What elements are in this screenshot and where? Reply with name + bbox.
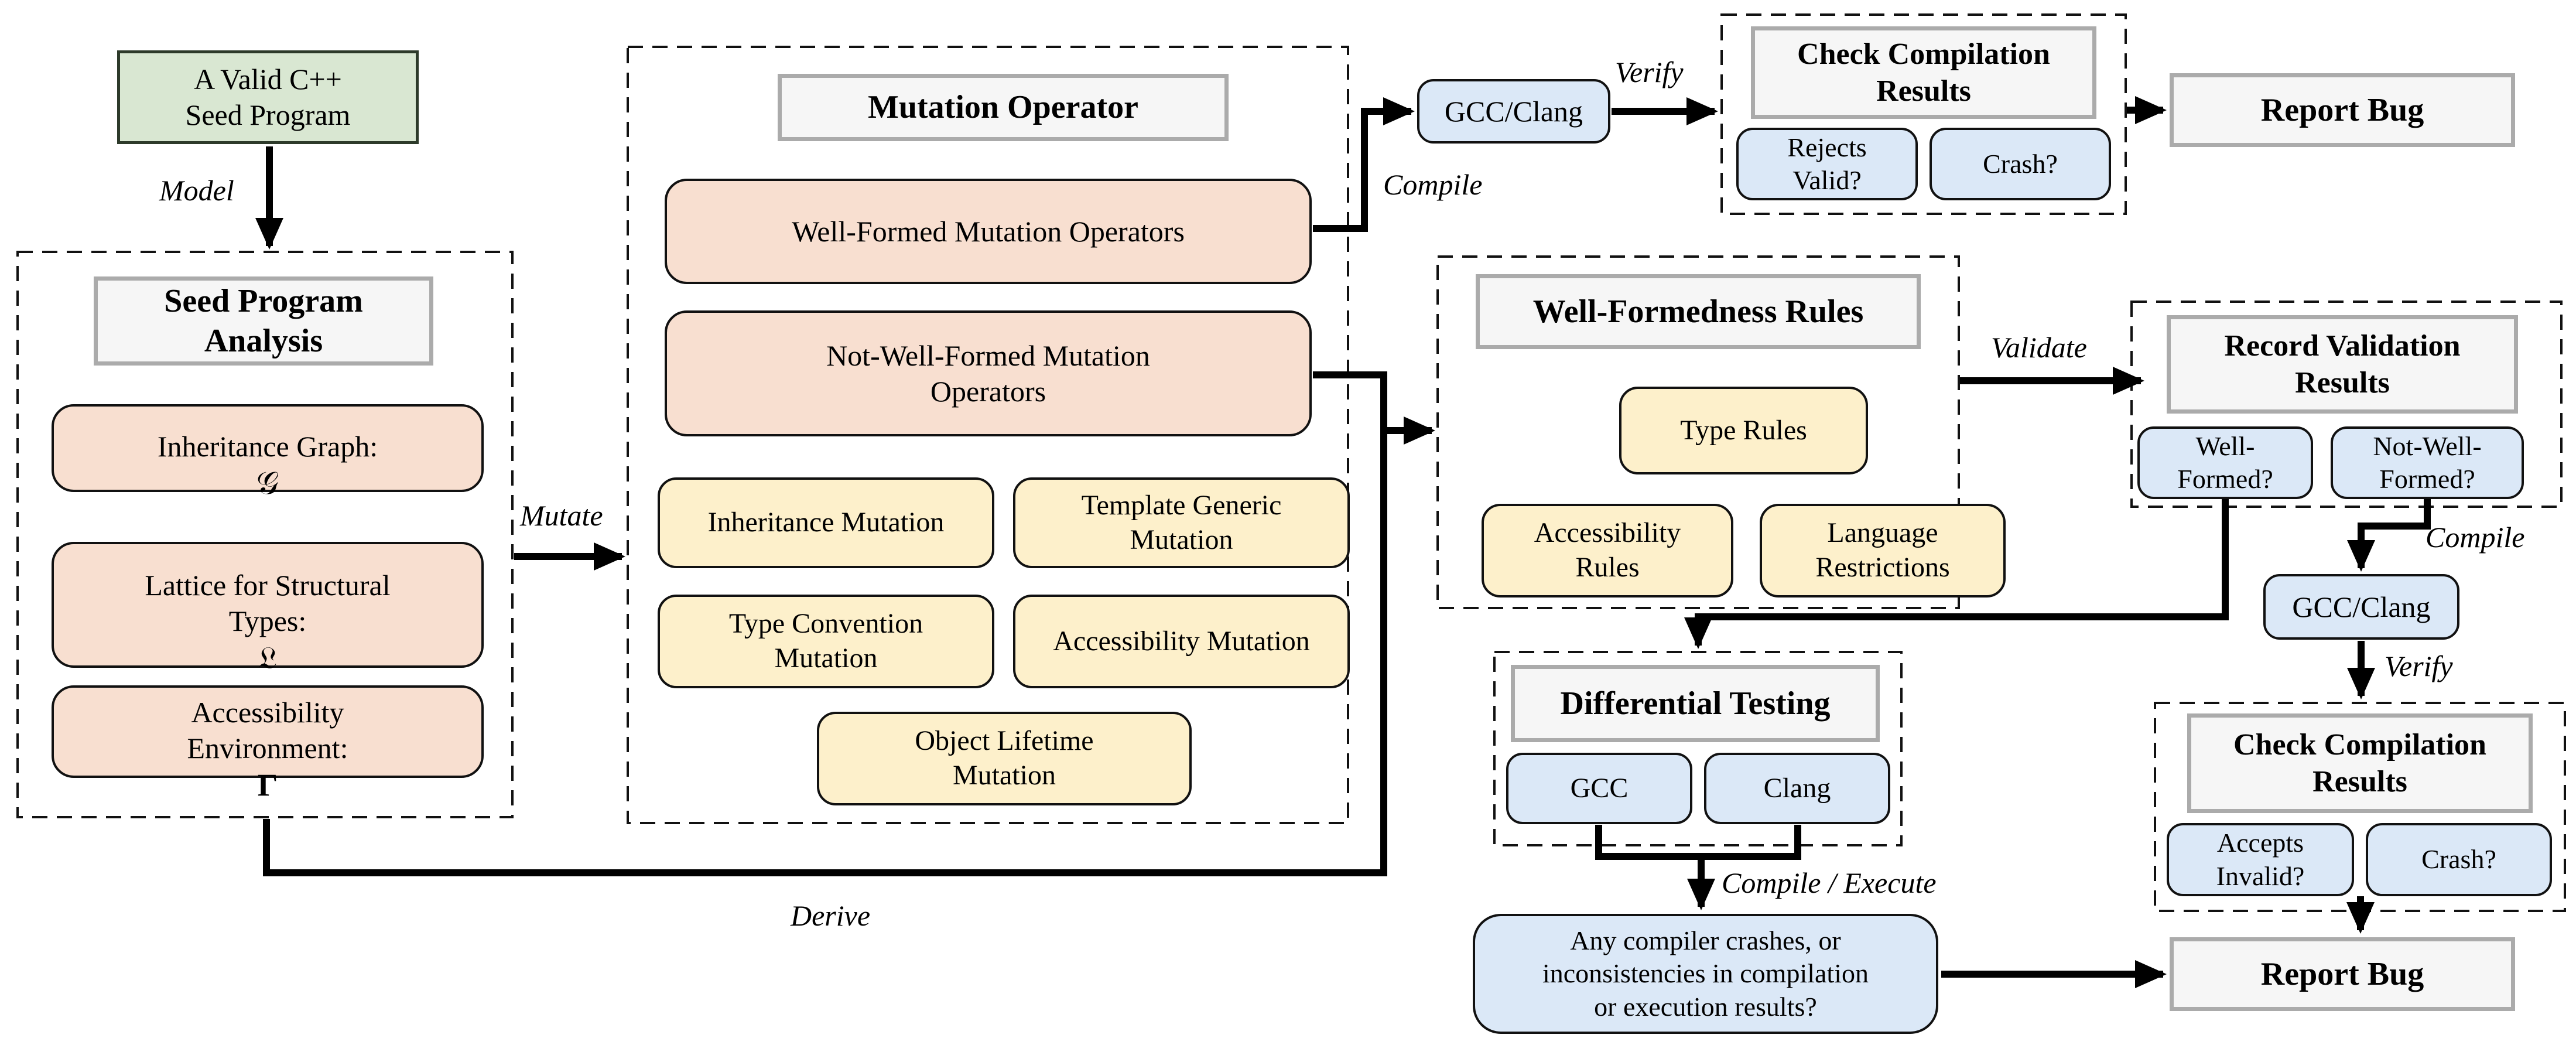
model-label: Model <box>159 174 234 207</box>
differential-testing-group-border <box>1493 651 1903 846</box>
fraktur-l-symbol: 𝔏 <box>258 640 277 676</box>
wellformed-to-difftest-arrow <box>1684 499 2229 649</box>
lattice-node: Lattice for Structural Types: 𝔏 <box>52 542 484 675</box>
rejects-valid-node: Rejects Valid? <box>1736 128 1918 200</box>
inconsistency-question-node: Any compiler crashes, or inconsistencies… <box>1473 914 1938 1034</box>
not-well-formed-operators-node: Not-Well-Formed Mutation Operators <box>665 310 1312 436</box>
object-lifetime-mutation-node: Object Lifetime Mutation <box>817 712 1192 805</box>
language-restrictions-node: Language Restrictions <box>1760 504 2006 597</box>
record-validation-title: Record Validation Results <box>2167 315 2518 414</box>
crash-right-node: Crash? <box>2366 823 2552 896</box>
mutation-operator-group-border <box>627 46 1349 824</box>
template-generic-mutation-node: Template Generic Mutation <box>1013 477 1350 568</box>
inheritance-mutation-node: Inheritance Mutation <box>658 477 994 568</box>
notwellformed-derive-trunk <box>263 371 1387 876</box>
accessibility-mutation-node: Accessibility Mutation <box>1013 595 1350 688</box>
check-compilation-top-title: Check Compilation Results <box>1751 26 2096 119</box>
seed-program-node: A Valid C++ Seed Program <box>117 50 419 144</box>
type-convention-mutation-node: Type Convention Mutation <box>658 595 994 688</box>
seed-analysis-title: Seed Program Analysis <box>94 276 433 366</box>
script-g-symbol: 𝒢 <box>256 466 279 501</box>
difftest-merge-line <box>1595 825 1801 860</box>
crash-top-node: Crash? <box>1930 128 2111 200</box>
gcc-clang-top-node: GCC/Clang <box>1417 79 1610 144</box>
derive-label: Derive <box>791 899 871 932</box>
validate-label: Validate <box>1991 331 2087 364</box>
compile-label-top: Compile <box>1383 168 1483 201</box>
not-well-formed-chip: Not-Well- Formed? <box>2331 426 2524 499</box>
check-compilation-right-title: Check Compilation Results <box>2187 713 2533 813</box>
seed-analysis-group-border <box>16 251 514 818</box>
check-compilation-top-group-border <box>1720 13 2127 215</box>
verify-label-right: Verify <box>2385 650 2453 682</box>
record-validation-group-border <box>2130 301 2563 508</box>
gcc-clang-right-node: GCC/Clang <box>2263 574 2459 640</box>
clang-chip: Clang <box>1704 753 1890 824</box>
differential-testing-title: Differential Testing <box>1511 665 1880 742</box>
well-formedness-rules-title: Well-Formedness Rules <box>1476 274 1921 349</box>
compile-execute-label: Compile / Execute <box>1722 866 1937 899</box>
report-bug-top-node: Report Bug <box>2170 73 2515 147</box>
lattice-label: Lattice for Structural Types: <box>145 569 391 638</box>
mutate-label: Mutate <box>520 499 603 532</box>
inheritance-graph-label: Inheritance Graph: <box>157 430 378 463</box>
accessibility-rules-node: Accessibility Rules <box>1482 504 1733 597</box>
mutation-operator-title: Mutation Operator <box>778 74 1229 141</box>
report-bug-bottom-node: Report Bug <box>2170 937 2515 1011</box>
compile-label-right: Compile <box>2426 521 2525 554</box>
gcc-chip: GCC <box>1506 753 1692 824</box>
wellformed-to-gcc-arrow <box>1313 97 1415 232</box>
gamma-symbol: Γ <box>257 767 278 803</box>
well-formedness-rules-group-border <box>1436 255 1960 609</box>
accessibility-env-node: Accessibility Environment: Γ <box>52 685 484 803</box>
notwellformed-to-gcc2-arrow <box>2347 499 2431 572</box>
accessibility-env-label: Accessibility Environment: <box>187 695 348 764</box>
well-formed-operators-node: Well-Formed Mutation Operators <box>665 179 1312 284</box>
well-formed-chip: Well- Formed? <box>2137 426 2313 499</box>
accepts-invalid-node: Accepts Invalid? <box>2167 823 2354 896</box>
inheritance-graph-node: Inheritance Graph: 𝒢 <box>52 404 484 501</box>
type-rules-node: Type Rules <box>1619 387 1868 474</box>
verify-label-top: Verify <box>1615 56 1684 88</box>
